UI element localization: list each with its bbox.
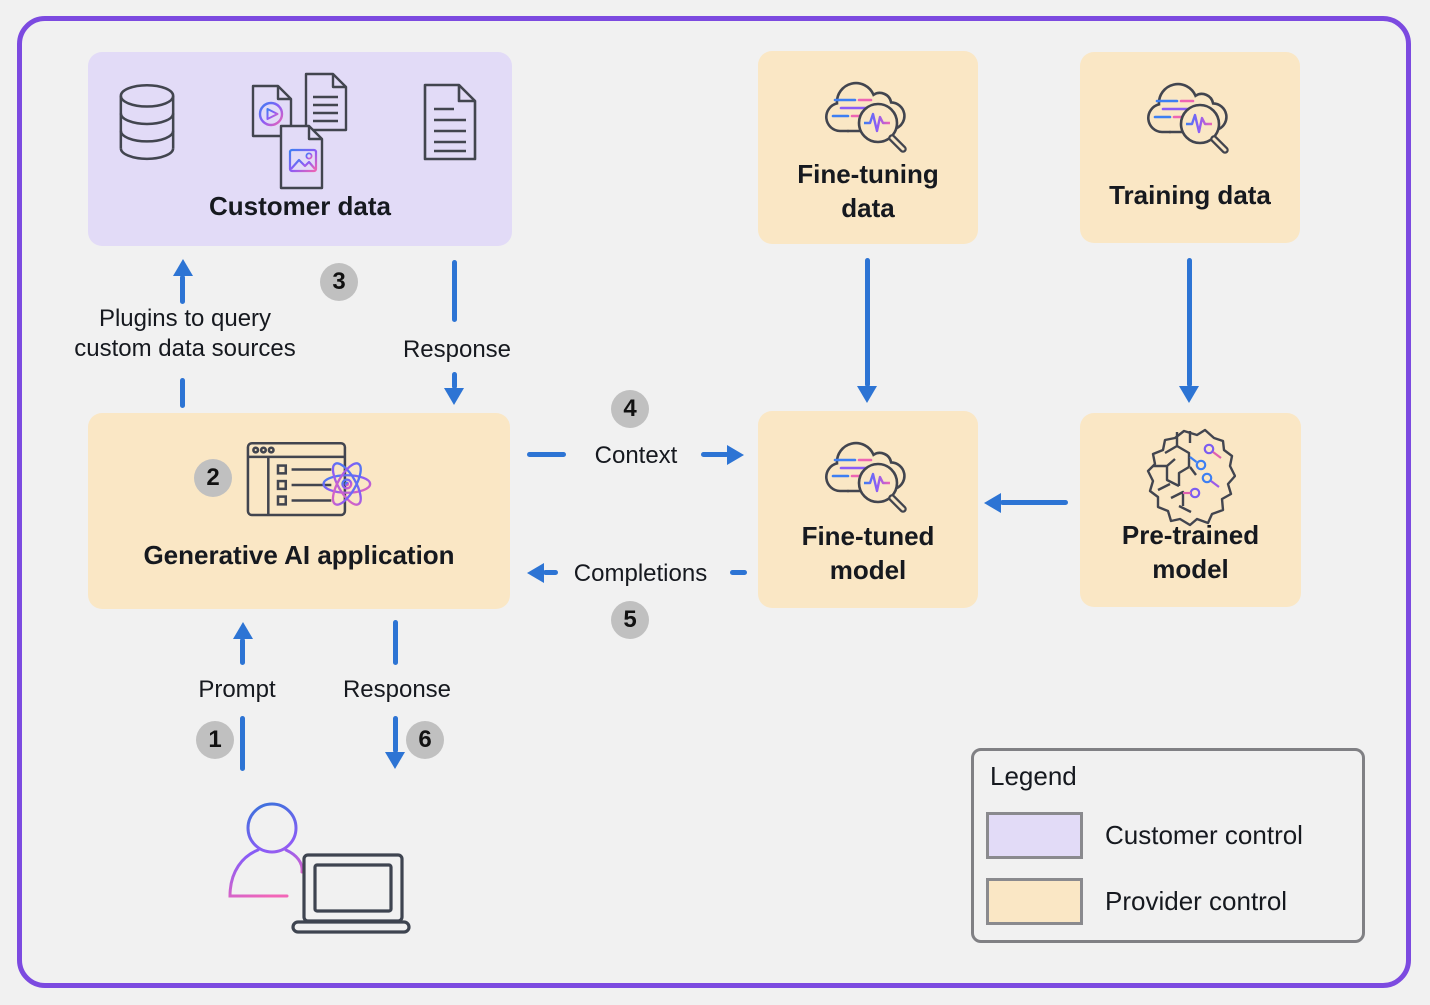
prompt-arrowhead <box>233 622 253 639</box>
customer-control-swatch <box>986 812 1083 859</box>
prompt-label: Prompt <box>198 676 276 703</box>
browser-react-icon <box>246 442 372 517</box>
response-top-arrowhead <box>444 388 464 405</box>
fine-tuned-model-box: Fine-tuned model <box>758 411 978 608</box>
cloud-insight-icon <box>825 441 907 513</box>
context-arrowhead <box>727 445 744 465</box>
brain-circuit-icon <box>1146 428 1236 527</box>
legend: Legend Customer control Provider control <box>971 748 1365 943</box>
cloud-insight-icon <box>825 81 907 153</box>
document-icon <box>423 83 477 161</box>
fine-tuned-model-label: Fine-tuned model <box>801 521 935 586</box>
diagram-frame-border <box>17 16 1411 988</box>
pre-trained-model-box: Pre-trained model <box>1080 413 1301 607</box>
legend-title: Legend <box>990 761 1077 791</box>
customer-data-box: Customer data <box>88 52 512 246</box>
training-data-label: Training data <box>1109 180 1271 211</box>
provider-control-swatch <box>986 878 1083 925</box>
completions-label: Completions <box>573 560 708 587</box>
pretrained-arrowhead <box>984 493 1001 513</box>
generative-ai-application-box: Generative AI application <box>88 413 510 609</box>
plugins-arrowhead <box>173 259 193 276</box>
generative-ai-application-label: Generative AI application <box>143 540 455 571</box>
media-documents-icon <box>251 72 348 190</box>
completions-arrowhead <box>527 563 544 583</box>
step-badge-6: 6 <box>406 721 444 759</box>
context-label: Context <box>594 442 678 469</box>
plugins-label: Plugins to query custom data sources <box>74 305 296 362</box>
customer-data-label: Customer data <box>208 191 392 222</box>
response-top-label: Response <box>402 336 512 363</box>
step-badge-5: 5 <box>611 601 649 639</box>
step-badge-3: 3 <box>320 263 358 301</box>
response-bottom-label: Response <box>342 676 452 703</box>
user-figure <box>225 798 413 943</box>
fine-tuning-data-label: Fine-tuning data <box>797 159 939 224</box>
legend-row-customer: Customer control <box>986 812 1303 859</box>
step-badge-2: 2 <box>194 459 232 497</box>
training-arrowhead <box>1179 386 1199 403</box>
fine-tuning-arrowhead <box>857 386 877 403</box>
cloud-insight-icon <box>1147 82 1229 154</box>
step-badge-1: 1 <box>196 721 234 759</box>
legend-row-provider: Provider control <box>986 878 1287 925</box>
pre-trained-model-label: Pre-trained model <box>1121 520 1260 585</box>
fine-tuning-data-box: Fine-tuning data <box>758 51 978 244</box>
provider-control-label: Provider control <box>1105 886 1288 916</box>
customer-control-label: Customer control <box>1105 820 1303 850</box>
step-badge-4: 4 <box>611 390 649 428</box>
person-at-laptop-icon <box>228 802 411 934</box>
training-data-box: Training data <box>1080 52 1300 243</box>
database-icon <box>119 83 175 161</box>
response-bottom-arrowhead <box>385 752 405 769</box>
